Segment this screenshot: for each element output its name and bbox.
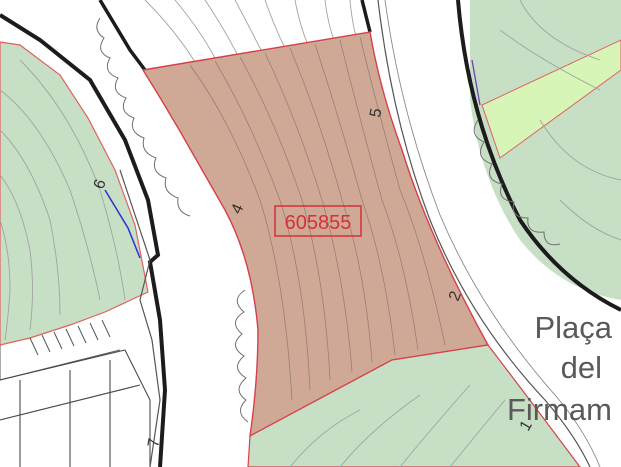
top-contour-lines <box>144 0 357 63</box>
parcel-contour-lines <box>189 36 446 401</box>
left-boundary-line <box>119 169 161 467</box>
house-number-7: 7 <box>145 437 163 449</box>
roundabout-tree-canopy <box>473 119 561 246</box>
parcel-605855[interactable] <box>141 31 490 438</box>
street-name-line-2: del <box>561 350 602 385</box>
tree-canopy-outline <box>96 17 191 217</box>
left-blue-line <box>104 189 141 259</box>
roundabout-contour-lines <box>499 0 621 241</box>
left-building-outline <box>0 13 168 467</box>
left-contour-lines <box>0 59 126 341</box>
bottom-green-parcel[interactable] <box>247 344 581 467</box>
top-road-outline-right <box>360 0 372 33</box>
roundabout-purple-line <box>471 59 481 106</box>
road-edge-outer <box>384 0 601 467</box>
bottom-contour-lines <box>289 384 506 467</box>
house-number-5: 5 <box>367 107 385 119</box>
street-name-label: Plaça del Firmam <box>507 310 613 427</box>
left-building-blocks <box>0 349 151 467</box>
road-edge-inner <box>377 0 591 467</box>
tree-canopy-outline-lower <box>235 289 249 423</box>
roundabout-light-green-wedge[interactable] <box>481 39 621 159</box>
street-name-line-1: Plaça <box>534 310 612 345</box>
parcel-label-box <box>274 205 362 237</box>
left-stairs <box>0 319 121 381</box>
street-name-line-3: Firmam <box>507 392 612 427</box>
top-road-outline <box>98 0 147 72</box>
left-green-parcel[interactable] <box>0 41 149 346</box>
parcel-id-label[interactable]: 605855 <box>285 212 352 234</box>
